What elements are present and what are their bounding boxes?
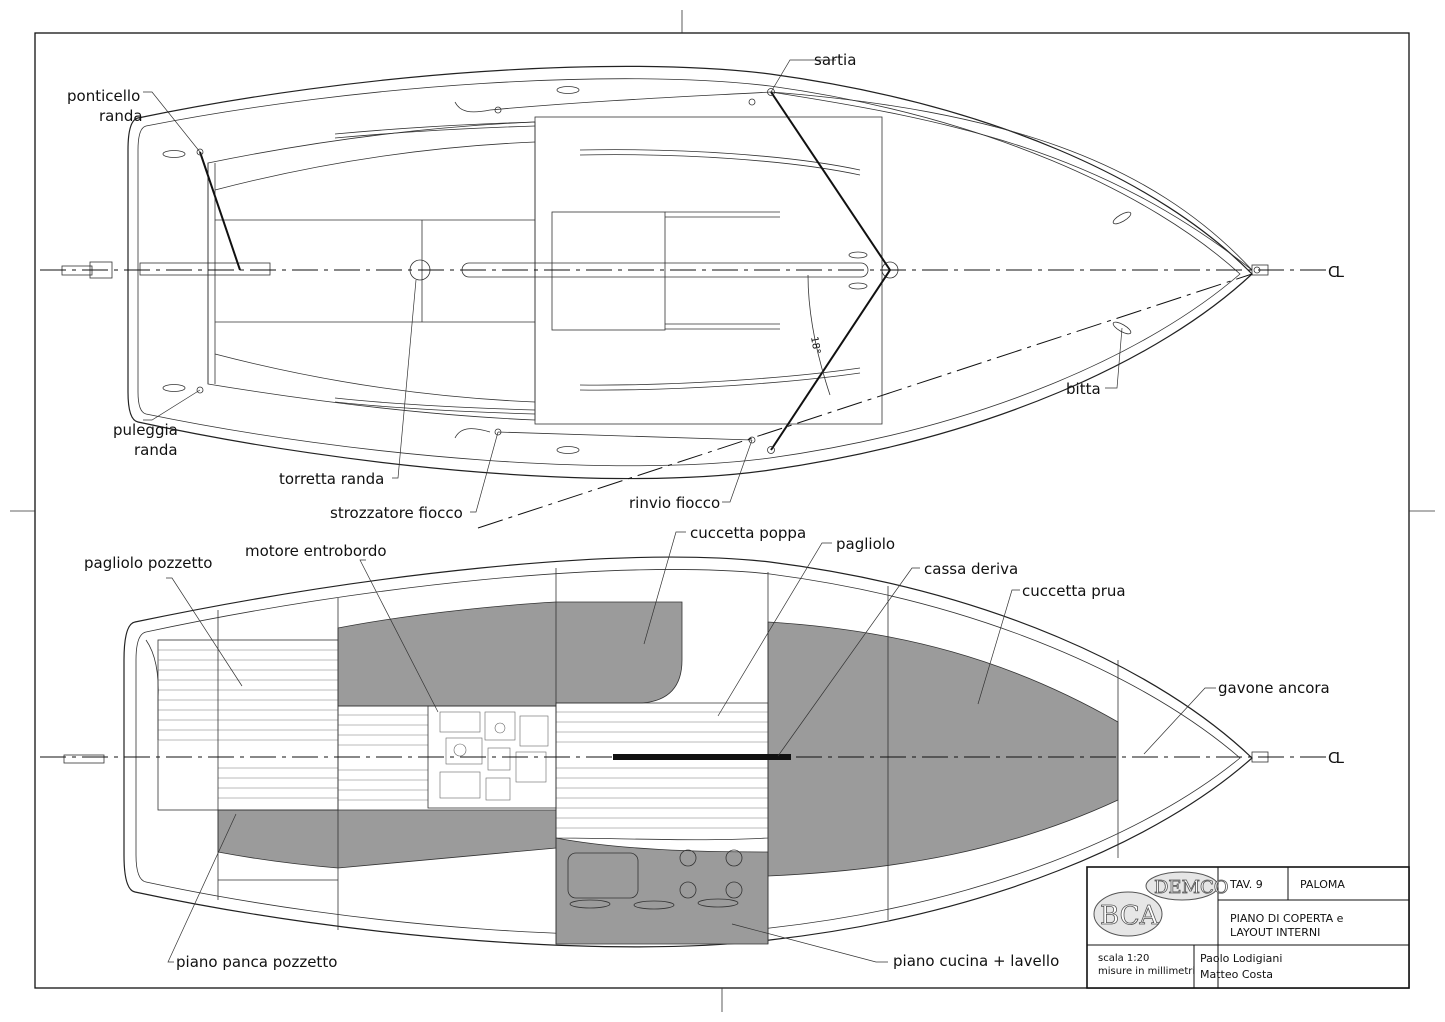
svg-text:BCA: BCA <box>1100 901 1159 931</box>
label-rinvio-fiocco: rinvio fiocco <box>629 494 720 512</box>
sheet-number: TAV. 9 <box>1229 878 1263 891</box>
label-ponticello-randa: randa <box>99 107 143 125</box>
bca-demco-logo: DEMCO BCA <box>1093 871 1229 937</box>
bench-port-area <box>217 809 557 869</box>
burner-2 <box>725 849 743 867</box>
cabin-sole <box>555 702 769 841</box>
label-pagliolo: pagliolo <box>836 535 895 553</box>
label-piano-panca-pozzetto: piano panca pozzetto <box>176 953 337 971</box>
label-torretta-randa: torretta randa <box>279 470 384 488</box>
centerline-mark-bottom: CL <box>1328 749 1345 767</box>
label-cuccetta-poppa: cuccetta poppa <box>690 524 806 542</box>
sole-planking <box>556 711 768 829</box>
label-motore-entrobordo: motore entrobordo <box>245 542 387 560</box>
cockpit-sole <box>157 639 339 811</box>
svg-text:DEMCO: DEMCO <box>1154 877 1229 898</box>
drawing-title-line-1: PIANO DI COPERTA e <box>1230 912 1344 925</box>
centerline-mark-top: CL <box>1328 263 1345 281</box>
sink <box>567 852 639 899</box>
scale: scala 1:20 <box>1098 953 1149 964</box>
boom <box>139 262 271 276</box>
burner-4 <box>725 881 743 899</box>
label-puleggia-randa: randa <box>134 441 178 459</box>
shroud-line-top <box>770 91 891 271</box>
interior-layout <box>40 556 1330 948</box>
cleats <box>162 86 1132 454</box>
label-cuccetta-prua: cuccetta prua <box>1022 582 1126 600</box>
svg-text:CL: CL <box>1328 749 1345 767</box>
label-bitta: bitta <box>1066 380 1101 398</box>
svg-text:CL: CL <box>1328 263 1345 281</box>
author-1: Paolo Lodigiani <box>1200 952 1282 965</box>
cockpit-planking <box>158 649 428 801</box>
title-block: DEMCO BCA TAV. 9 PALOMA PIANO DI COPERTA… <box>1086 866 1410 989</box>
layout-hull-outline <box>123 556 1253 948</box>
burner-3 <box>679 881 697 899</box>
deck-plan: 18° <box>40 65 1330 529</box>
author-2: Matteo Costa <box>1200 968 1273 981</box>
galley-area <box>555 837 769 945</box>
label-strozzatore-fiocco: strozzatore fiocco <box>330 504 463 522</box>
deck-leaders <box>143 59 1123 513</box>
label-pagliolo-pozzetto: pagliolo pozzetto <box>84 554 212 572</box>
burner-1 <box>679 849 697 867</box>
label-gavone-ancora: gavone ancora <box>1218 679 1330 697</box>
shroud-line-bottom <box>770 269 891 451</box>
angle-label: 18° <box>808 336 822 355</box>
layout-leaders <box>166 531 1216 963</box>
project-name: PALOMA <box>1300 878 1345 891</box>
label-piano-cucina-lavello: piano cucina + lavello <box>893 952 1059 970</box>
label-ponticello: ponticello <box>67 87 140 105</box>
deck-hull-outline <box>127 65 1253 480</box>
label-puleggia: puleggia <box>113 421 178 439</box>
label-sartia: sartia <box>814 51 856 69</box>
mainsheet-line <box>199 151 241 271</box>
drawing-title-line-2: LAYOUT INTERNI <box>1230 926 1320 939</box>
label-cassa-deriva: cassa deriva <box>924 560 1018 578</box>
units: misure in millimetri <box>1098 966 1195 977</box>
engine-detail <box>439 711 549 801</box>
cuccetta-prua-area <box>767 621 1119 877</box>
deck-diagonal-line <box>477 273 1253 529</box>
